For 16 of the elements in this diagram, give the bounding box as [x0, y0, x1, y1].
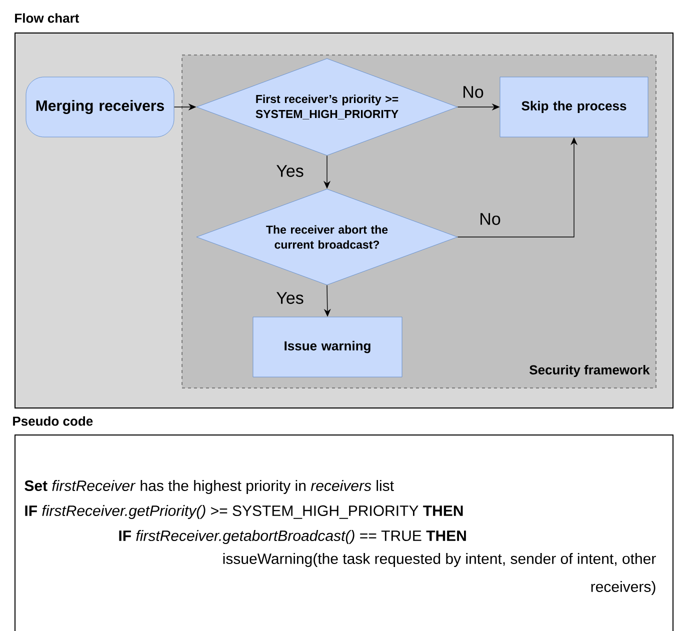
decision-text: The receiver abort the current broadcast? [266, 225, 388, 249]
code-line: issueWarning(the task requested by intent, sender of intent, other receivers) [223, 553, 656, 595]
code-line: Set firstReceiver has the highest priority in receivers list [24, 480, 394, 494]
process-box: Issue warning [252, 316, 402, 378]
code-line: IF firstReceiver.getPriority() >= SYSTEM_HIGH_PRIORITY THEN [25, 505, 463, 519]
edge-label: Yes [275, 164, 305, 178]
region-label: Security framework [530, 364, 650, 378]
terminal-box: Merging receivers [26, 76, 174, 138]
code-line: IF firstReceiver.getabortBroadcast() == TRUE THEN [119, 530, 466, 544]
decision-text: First receiver’s priority >= SYSTEM_HIGH_PRIORITY [256, 94, 398, 120]
edge-label: No [461, 85, 485, 99]
edge-label: Yes [275, 291, 305, 305]
process-box: Skip the process [500, 76, 648, 138]
section-heading: Pseudo code [13, 416, 93, 426]
edge-label: No [478, 212, 502, 226]
section-heading: Flow chart [15, 13, 80, 23]
